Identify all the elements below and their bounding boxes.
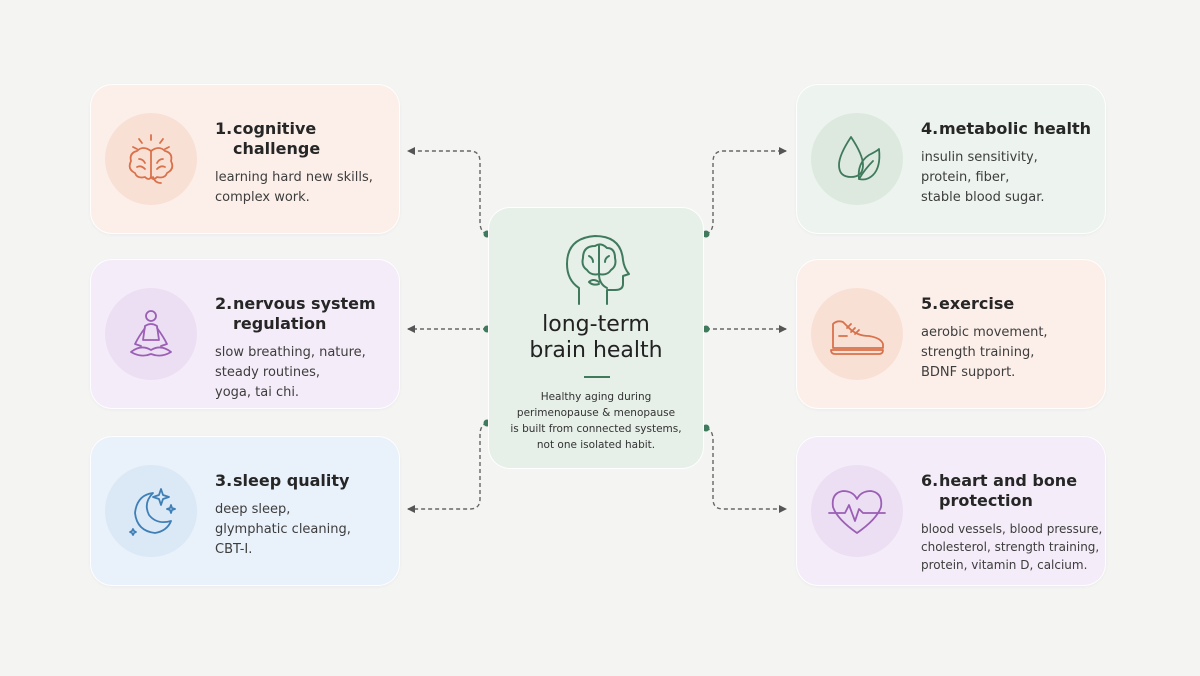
card-exercise: 5. exercise aerobic movement, strength t… bbox=[796, 259, 1106, 409]
card-number: 4. bbox=[921, 119, 939, 138]
brain-icon bbox=[128, 134, 174, 184]
card-title-line: challenge bbox=[233, 139, 321, 158]
connector-dot bbox=[702, 424, 710, 432]
card-desc-line: protein, fiber, bbox=[921, 170, 1010, 185]
card-nervous-system-regulation: 2. nervous system regulation slow breath… bbox=[90, 259, 400, 409]
card-title: 1. cognitive challenge bbox=[215, 119, 389, 159]
center-title-line: brain health bbox=[529, 338, 663, 363]
center-desc-line: not one isolated habit. bbox=[536, 439, 656, 451]
card-title-line: sleep quality bbox=[233, 471, 350, 490]
card-desc-line: insulin sensitivity, bbox=[921, 150, 1038, 165]
card-sleep-quality: 3. sleep quality deep sleep, glymphatic … bbox=[90, 436, 400, 586]
center-divider bbox=[584, 376, 610, 378]
icon-circle bbox=[811, 465, 903, 557]
card-number: 5. bbox=[921, 294, 939, 313]
card-number: 6. bbox=[921, 471, 939, 490]
center-title-line: long-term bbox=[542, 312, 650, 337]
card-desc-line: cholesterol, strength training, bbox=[921, 540, 1100, 554]
card-desc-line: BDNF support. bbox=[921, 365, 1016, 380]
center-desc-line: is built from connected systems, bbox=[510, 423, 682, 435]
card-title-line: heart and bone bbox=[939, 471, 1078, 490]
card-title: 3. sleep quality bbox=[215, 471, 389, 491]
card-desc-line: complex work. bbox=[215, 190, 310, 205]
card-number: 2. bbox=[215, 294, 233, 313]
card-desc-line: learning hard new skills, bbox=[215, 170, 373, 185]
card-title: 2. nervous system regulation bbox=[215, 294, 389, 334]
card-description: deep sleep, glymphatic cleaning, CBT-I. bbox=[215, 500, 389, 560]
connector-to-heart bbox=[705, 427, 787, 513]
card-desc-line: deep sleep, bbox=[215, 502, 291, 517]
card-number: 1. bbox=[215, 119, 233, 138]
card-title-line: regulation bbox=[233, 314, 327, 333]
card-description: learning hard new skills, complex work. bbox=[215, 168, 389, 208]
card-desc-line: steady routines, bbox=[215, 365, 321, 380]
card-description: aerobic movement, strength training, BDN… bbox=[921, 323, 1095, 383]
card-title-line: nervous system bbox=[233, 294, 376, 313]
card-desc-line: strength training, bbox=[921, 345, 1035, 360]
connector-to-metabolic bbox=[705, 147, 787, 235]
moon-stars-icon bbox=[129, 488, 176, 536]
card-desc-line: CBT-I. bbox=[215, 542, 253, 557]
card-cognitive-challenge: 1. cognitive challenge learning hard new… bbox=[90, 84, 400, 234]
card-desc-line: protein, vitamin D, calcium. bbox=[921, 558, 1088, 572]
card-title-line: metabolic health bbox=[939, 119, 1091, 138]
card-desc-line: stable blood sugar. bbox=[921, 190, 1045, 205]
card-title-line: protection bbox=[939, 491, 1033, 510]
connector-dot bbox=[702, 325, 710, 333]
center-title: long-term brain health bbox=[489, 312, 703, 364]
center-desc-line: perimenopause & menopause bbox=[516, 407, 676, 419]
connector-dot bbox=[702, 230, 710, 238]
sneaker-icon bbox=[830, 320, 884, 355]
card-desc-line: blood vessels, blood pressure, bbox=[921, 522, 1103, 536]
card-title: 5. exercise bbox=[921, 294, 1095, 314]
connector-to-sleep bbox=[407, 422, 488, 513]
connector-to-cognitive bbox=[407, 147, 488, 235]
meditation-icon bbox=[130, 310, 172, 357]
card-desc-line: glymphatic cleaning, bbox=[215, 522, 351, 537]
card-desc-line: aerobic movement, bbox=[921, 325, 1048, 340]
card-description: insulin sensitivity, protein, fiber, sta… bbox=[921, 148, 1095, 208]
center-description: Healthy aging during perimenopause & men… bbox=[489, 389, 703, 453]
card-number: 3. bbox=[215, 471, 233, 490]
heartbeat-icon bbox=[828, 490, 886, 534]
card-description: blood vessels, blood pressure, cholester… bbox=[921, 520, 1103, 574]
card-title: 6. heart and bone protection bbox=[921, 471, 1095, 511]
center-desc-line: Healthy aging during bbox=[540, 391, 652, 403]
icon-circle bbox=[105, 465, 197, 557]
card-desc-line: yoga, tai chi. bbox=[215, 385, 300, 400]
card-metabolic-health: 4. metabolic health insulin sensitivity,… bbox=[796, 84, 1106, 234]
card-desc-line: slow breathing, nature, bbox=[215, 345, 366, 360]
card-title: 4. metabolic health bbox=[921, 119, 1095, 139]
card-title-line: cognitive bbox=[233, 119, 317, 138]
icon-circle bbox=[105, 288, 197, 380]
icon-circle bbox=[811, 113, 903, 205]
card-title-line: exercise bbox=[939, 294, 1015, 313]
icon-circle bbox=[811, 288, 903, 380]
drop-leaf-icon bbox=[838, 136, 881, 181]
card-description: slow breathing, nature, steady routines,… bbox=[215, 343, 389, 403]
card-heart-and-bone-protection: 6. heart and bone protection blood vesse… bbox=[796, 436, 1106, 586]
head-brain-icon bbox=[559, 228, 635, 312]
center-box: long-term brain health Healthy aging dur… bbox=[488, 207, 704, 469]
icon-circle bbox=[105, 113, 197, 205]
